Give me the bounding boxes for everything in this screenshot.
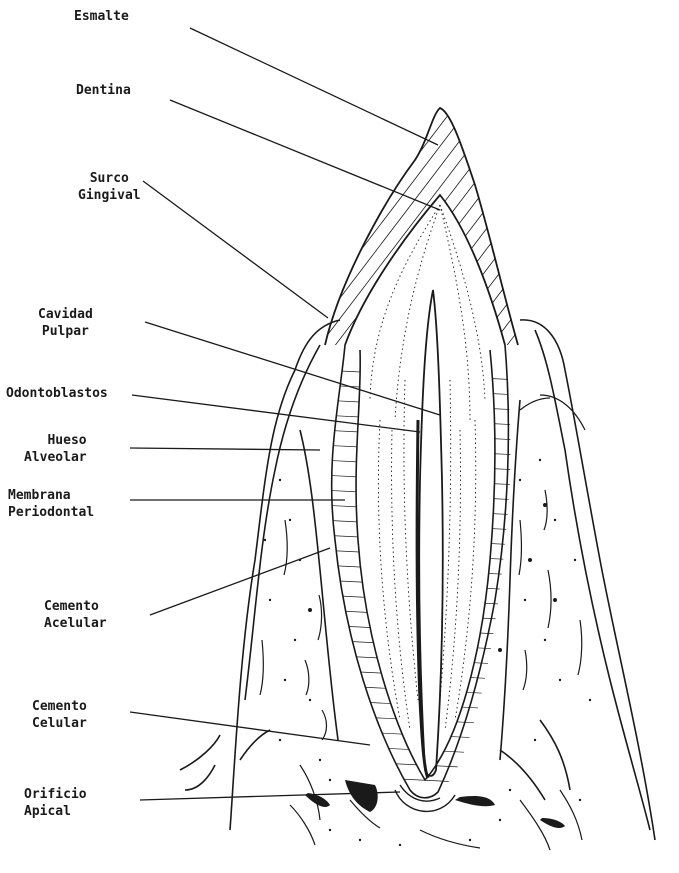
dark-mark bbox=[540, 818, 565, 828]
leader-lines bbox=[130, 28, 440, 800]
pulp-cavity bbox=[417, 290, 443, 778]
label-dentina: Dentina bbox=[76, 82, 131, 99]
label-surco-gingival: Surco Gingival bbox=[78, 170, 141, 204]
label-surco-gingival-line2: Gingival bbox=[78, 187, 141, 204]
label-odontoblastos-text: Odontoblastos bbox=[6, 385, 108, 402]
bone-stipple bbox=[264, 459, 591, 846]
label-cemento-acelular: Cemento Acelular bbox=[44, 598, 107, 632]
label-membrana-periodontal: Membrana Periodontal bbox=[8, 487, 94, 521]
label-cemento-acelular-line2: Acelular bbox=[44, 615, 107, 632]
label-cemento-acelular-line1: Cemento bbox=[44, 598, 107, 615]
label-hueso-alveolar-line2: Alveolar bbox=[24, 449, 87, 466]
dark-mark bbox=[455, 796, 495, 806]
label-orificio-apical-line2: Apical bbox=[24, 803, 87, 820]
label-odontoblastos: Odontoblastos bbox=[6, 385, 108, 402]
enamel-outline bbox=[325, 108, 518, 345]
label-esmalte: Esmalte bbox=[74, 8, 129, 25]
label-cemento-celular: Cemento Celular bbox=[32, 698, 87, 732]
dark-mark bbox=[345, 780, 378, 812]
dentinal-tubules bbox=[370, 205, 485, 730]
label-membrana-periodontal-line2: Periodontal bbox=[8, 504, 94, 521]
label-cavidad-pulpar: Cavidad Pulpar bbox=[38, 306, 93, 340]
label-hueso-alveolar: Hueso Alveolar bbox=[24, 432, 87, 466]
label-cavidad-pulpar-line1: Cavidad bbox=[38, 306, 93, 323]
label-cemento-celular-line1: Cemento bbox=[32, 698, 87, 715]
label-esmalte-text: Esmalte bbox=[74, 8, 129, 25]
label-surco-gingival-line1: Surco bbox=[78, 170, 141, 187]
label-cavidad-pulpar-line2: Pulpar bbox=[38, 323, 93, 340]
label-hueso-alveolar-line1: Hueso bbox=[24, 432, 87, 449]
label-dentina-text: Dentina bbox=[76, 82, 131, 99]
label-orificio-apical: Orificio Apical bbox=[24, 786, 87, 820]
label-membrana-periodontal-line1: Membrana bbox=[8, 487, 94, 504]
enamel-hatching bbox=[284, 100, 580, 480]
bone-details bbox=[260, 395, 585, 850]
label-cemento-celular-line2: Celular bbox=[32, 715, 87, 732]
label-orificio-apical-line1: Orificio bbox=[24, 786, 87, 803]
